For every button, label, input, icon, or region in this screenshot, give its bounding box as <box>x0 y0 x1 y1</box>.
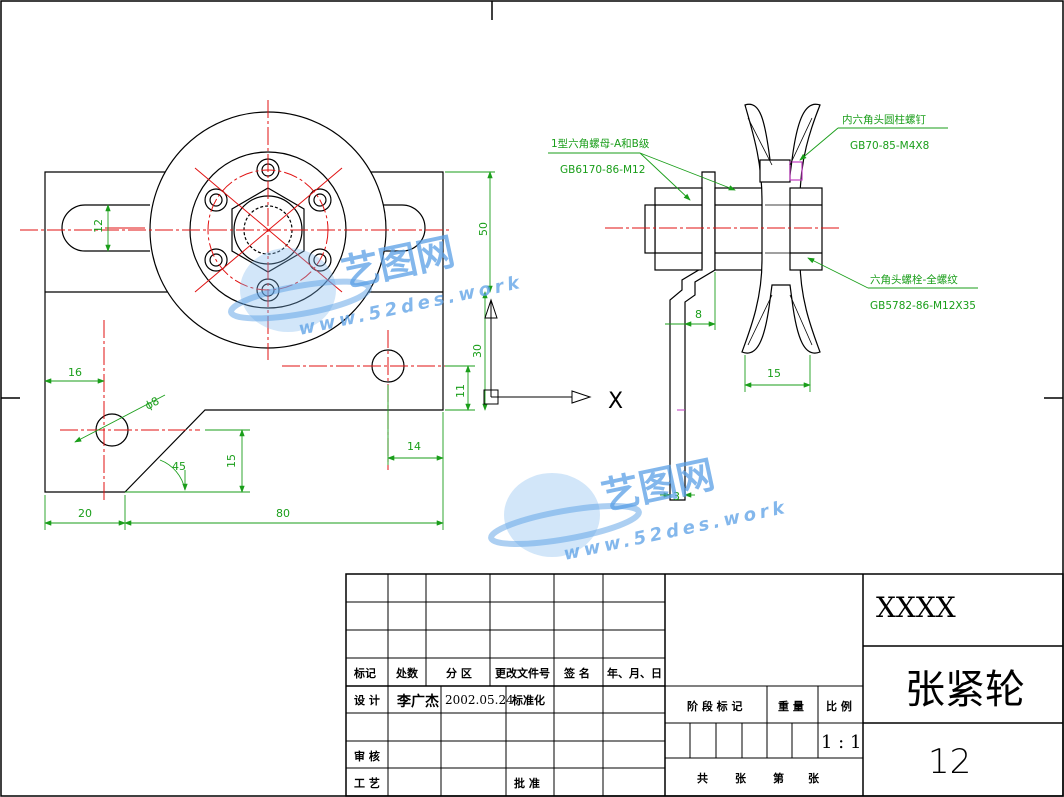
tb-review-label: 审 核 <box>354 749 380 763</box>
axis-x-label: X <box>608 389 623 414</box>
bolt-hole <box>308 248 332 272</box>
tb-scale-value: 1 : 1 <box>821 732 861 753</box>
tb-drawing-code: XXXX <box>876 591 956 624</box>
bolt-hole <box>204 188 228 212</box>
side-view: 1型六角螺母-A和B级 GB6170-86-M12 内六角头圆柱螺钉 GB70-… <box>548 103 978 503</box>
dim-15-wheel: 15 <box>767 367 781 380</box>
tb-process-label: 工 艺 <box>354 776 380 790</box>
tb-drawing-number: 12 <box>928 742 971 782</box>
ucs-axis-icon <box>483 298 592 405</box>
bolt-hole-inner <box>313 253 327 267</box>
tb-sign-header: 签 名 <box>563 666 590 680</box>
tb-date-header: 年、月、日 <box>607 666 662 680</box>
watermark-2: 艺图网 www.52des.work <box>488 452 790 565</box>
tb-design-date: 2002.05.24 <box>445 693 514 707</box>
part-bolt-name: 六角头螺栓-全螺纹 <box>870 273 958 286</box>
dim-11: 11 <box>454 384 467 398</box>
tb-approve-label: 批 准 <box>514 776 540 790</box>
part-nut-code: GB6170-86-M12 <box>560 164 645 176</box>
dim-20: 20 <box>78 507 92 520</box>
tb-scale-label: 比 例 <box>826 699 852 713</box>
dim-14: 14 <box>407 440 421 453</box>
dim-80: 80 <box>276 507 290 520</box>
tb-sheets-1: 共 <box>697 771 708 785</box>
tb-sheets-4: 张 <box>808 771 820 785</box>
tb-doc-header: 更改文件号 <box>495 666 550 680</box>
part-nut-name: 1型六角螺母-A和B级 <box>551 137 650 150</box>
dim-phi8: ϕ8 <box>143 394 162 412</box>
dim-45: 45 <box>172 460 186 473</box>
bolt-hole <box>204 248 228 272</box>
tb-zone-header: 分 区 <box>446 666 472 680</box>
dim-50: 50 <box>477 222 490 236</box>
part-screw-code: GB70-85-M4X8 <box>850 140 929 152</box>
bolt-hole-inner <box>209 253 223 267</box>
tb-weight-label: 重 量 <box>778 699 804 713</box>
tb-designer: 李广杰 <box>396 693 439 710</box>
dim-8: 8 <box>695 308 702 321</box>
tb-sheets-3: 第 <box>773 771 784 785</box>
dim-16: 16 <box>68 366 82 379</box>
tb-count-header: 处数 <box>395 666 419 680</box>
tb-mark-header: 标记 <box>353 666 376 680</box>
tb-stage-label: 阶 段 标 记 <box>687 699 743 713</box>
dim-30: 30 <box>471 344 484 358</box>
bolt-hole-inner <box>313 193 327 207</box>
tb-drawing-name: 张紧轮 <box>905 667 1025 713</box>
front-view: 12 16 ϕ8 45 15 20 80 14 11 30 50 X <box>20 100 623 530</box>
tb-design-label: 设 计 <box>354 693 380 707</box>
bolt-hole-inner <box>209 193 223 207</box>
tb-standard-label: 标准化 <box>511 693 545 707</box>
dim-12: 12 <box>92 219 105 233</box>
dim-3: 3 <box>673 490 680 503</box>
part-bolt-code: GB5782-86-M12X35 <box>870 300 976 312</box>
bolt-hole <box>308 188 332 212</box>
watermark-brand-2: 艺图网 <box>598 452 719 519</box>
dim-15: 15 <box>225 454 238 468</box>
title-block <box>345 573 1064 797</box>
tb-sheets-2: 张 <box>735 771 747 785</box>
part-screw-name: 内六角头圆柱螺钉 <box>842 113 926 126</box>
